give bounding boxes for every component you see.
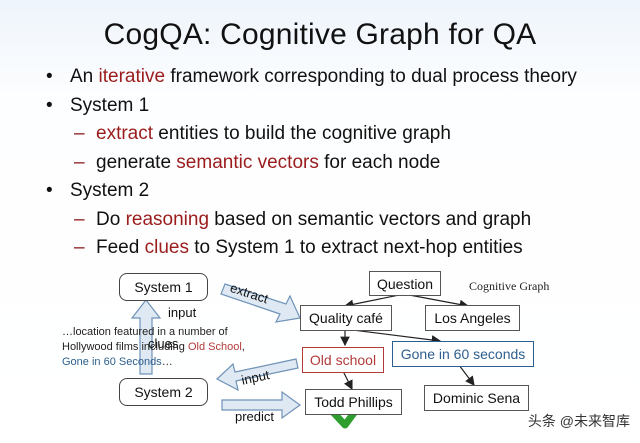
system2-box: System 2: [119, 378, 208, 406]
bullet-text: Do: [96, 209, 126, 230]
bullet-text: framework corresponding to dual process …: [165, 66, 577, 87]
context-entity-blue: Gone in 60 Seconds: [62, 356, 162, 368]
graph-edge: [403, 293, 470, 310]
node-gone-in-60-seconds: Gone in 60 seconds: [392, 341, 534, 367]
node-todd-phillips: Todd Phillips: [305, 389, 402, 415]
context-snippet: …location featured in a number of Hollyw…: [62, 325, 272, 370]
sub-bullet-mark: –: [74, 237, 85, 258]
sub-bullet-mark: –: [74, 123, 85, 144]
bullet-text: System 1: [70, 95, 150, 116]
context-text: …location featured in a number of Hollyw…: [62, 326, 228, 353]
sub-bullet-mark: –: [74, 209, 85, 230]
graph-edge: [344, 328, 442, 345]
bullet-mark: •: [46, 66, 53, 87]
node-old-school: Old school: [302, 347, 384, 373]
clues-arrow-icon: [130, 299, 162, 375]
extract-arrow-icon: [220, 283, 301, 323]
bullet-text: to System 1 to extract next-hop entities: [188, 237, 523, 258]
slide-title: CogQA: Cognitive Graph for QA: [103, 18, 537, 51]
bullet-text: for each node: [318, 152, 441, 173]
bullet-text: based on semantic vectors and graph: [209, 209, 532, 230]
bullet-text: generate: [96, 152, 177, 173]
context-entity-red: Old School: [187, 341, 242, 353]
bullet-text: Feed: [96, 237, 145, 258]
watermark: 头条 @未来智库: [527, 413, 630, 429]
clues-label: clues: [148, 336, 179, 351]
input-label-top: input: [168, 305, 197, 320]
predict-label: predict: [235, 409, 275, 424]
cognitive-graph-label: Cognitive Graph: [469, 279, 550, 293]
system1-box: System 1: [119, 273, 208, 301]
node-los-angeles: Los Angeles: [425, 305, 520, 331]
highlight-term: iterative: [98, 66, 166, 87]
node-question: Question: [369, 271, 441, 296]
predict-arrow-icon: [221, 390, 302, 420]
input-arrow-icon: [215, 358, 299, 392]
highlight-term: reasoning: [125, 209, 210, 230]
bullet-text: System 2: [70, 180, 150, 201]
context-text: ,: [241, 341, 245, 353]
sub-bullet-mark: –: [74, 152, 85, 173]
context-text: …: [161, 356, 173, 368]
node-quality-cafe: Quality café: [300, 305, 392, 331]
bullet-text: An: [70, 66, 99, 87]
highlight-term: semantic vectors: [176, 152, 319, 173]
graph-edge: [458, 364, 475, 386]
graph-edge: [343, 293, 405, 310]
node-dominic-sena: Dominic Sena: [424, 385, 529, 411]
bullet-text: entities to build the cognitive graph: [153, 123, 451, 144]
bullet-mark: •: [46, 95, 53, 116]
bullet-mark: •: [46, 180, 53, 201]
graph-edge: [342, 370, 353, 391]
highlight-term: clues: [144, 237, 189, 258]
highlight-term: extract: [96, 123, 154, 144]
